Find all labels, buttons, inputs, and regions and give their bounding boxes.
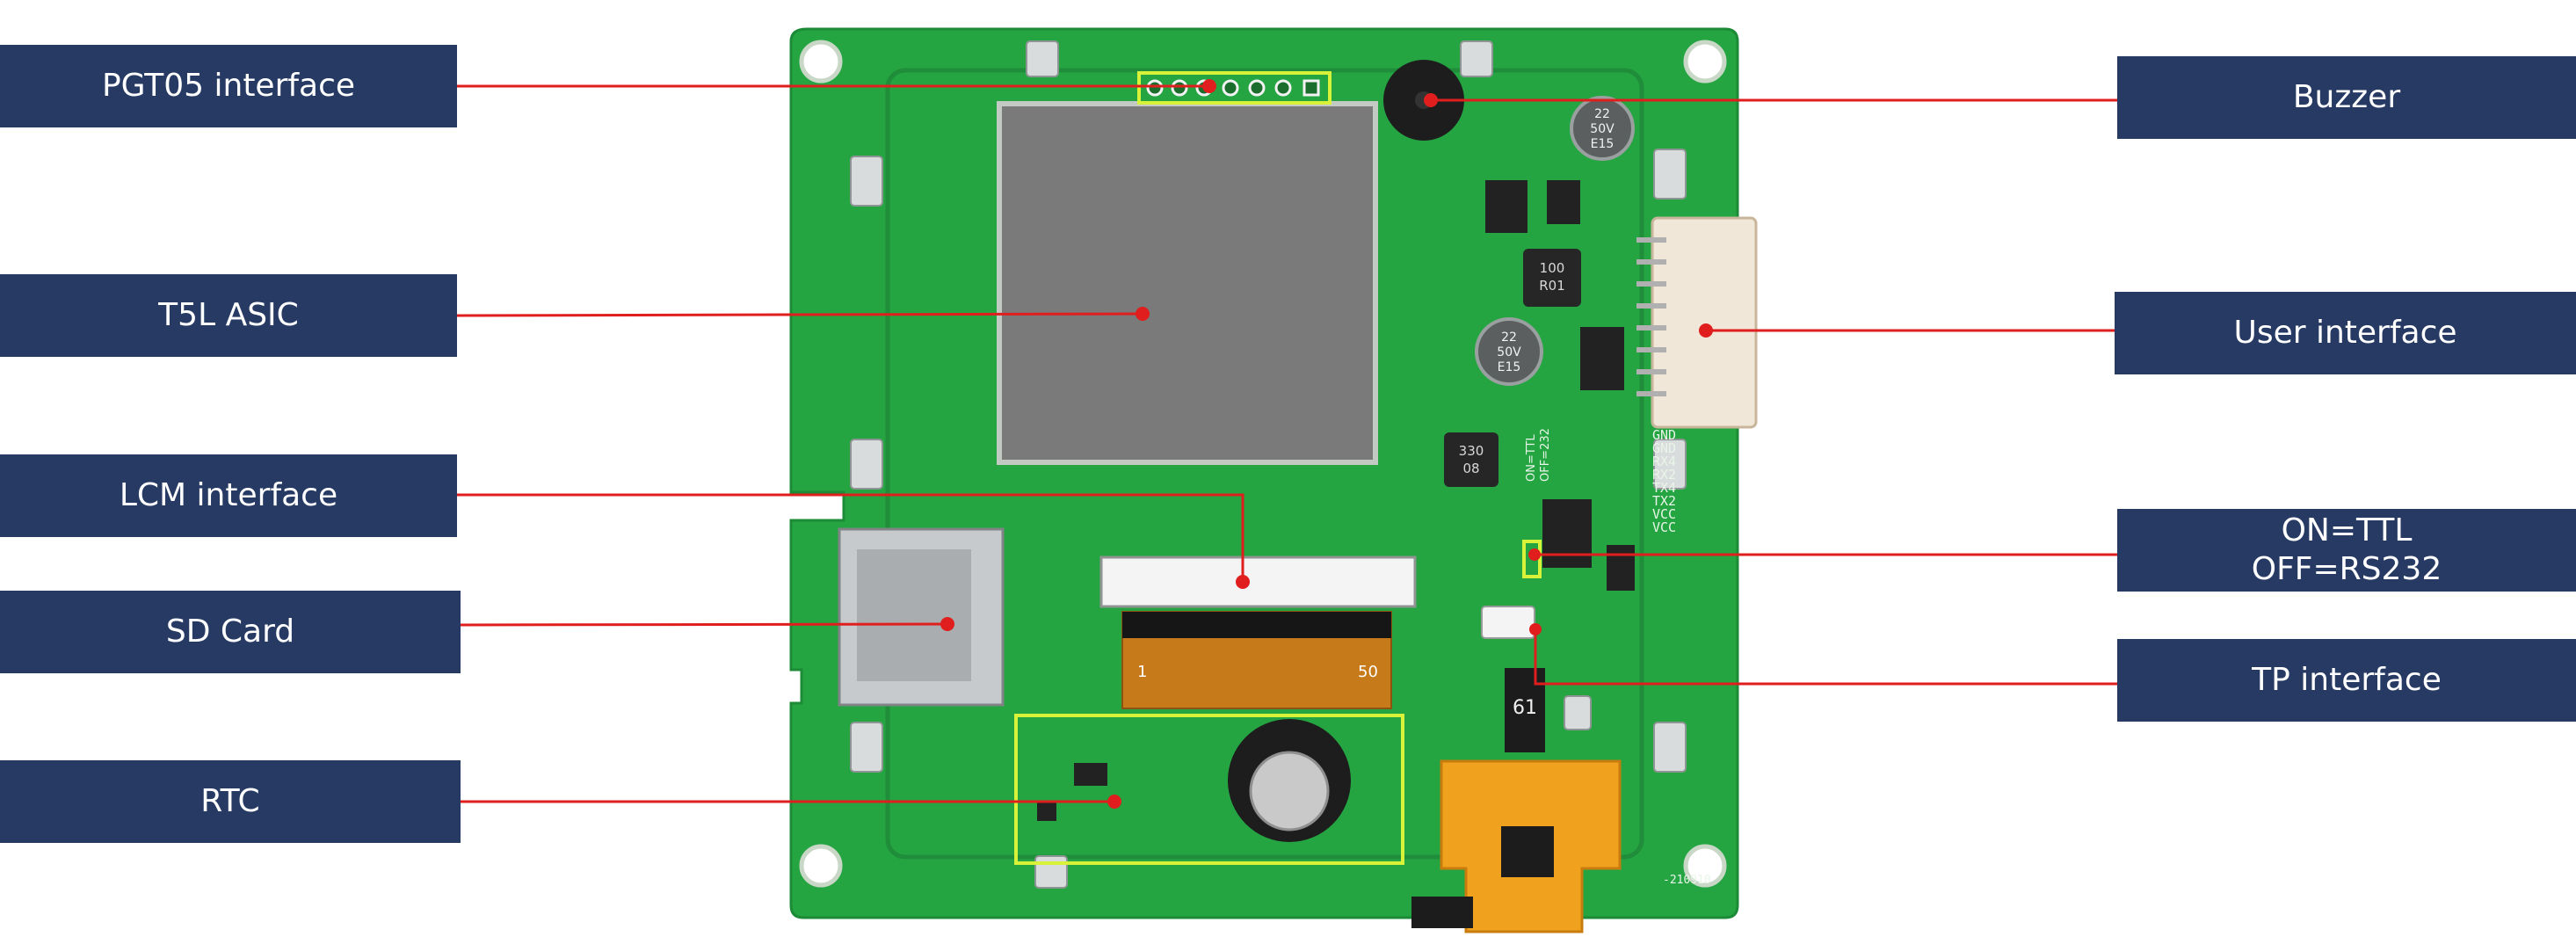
svg-text:E15: E15 xyxy=(1498,360,1521,374)
svg-text:GND: GND xyxy=(1652,440,1676,456)
tp-connector xyxy=(1481,606,1535,639)
tp-flex-tail xyxy=(1411,897,1473,928)
pcb-trace-outline xyxy=(885,68,1644,860)
label-user-interface: User interface xyxy=(2115,292,2576,374)
touch-controller-chip xyxy=(1501,826,1554,877)
svg-text:TX2: TX2 xyxy=(1652,493,1676,509)
svg-text:22: 22 xyxy=(1501,330,1517,345)
label-lcm-interface: LCM interface xyxy=(0,454,457,537)
rtc-crystal xyxy=(1037,802,1056,821)
user-interface-pins xyxy=(1636,237,1666,396)
switch-off-marking: OFF=232 xyxy=(1539,428,1552,482)
t5l-asic-chip xyxy=(997,101,1378,465)
serial-marking: -210910 xyxy=(1663,874,1711,887)
label-pgt05-interface: PGT05 interface xyxy=(0,45,457,127)
inductor-bottom: 330 08 xyxy=(1444,432,1498,487)
svg-text:VCC: VCC xyxy=(1652,506,1676,522)
svg-text:TX4: TX4 xyxy=(1652,480,1676,496)
connector-pin-labels: GND GND RX4 RX2 TX4 TX2 VCC VCC xyxy=(1652,427,1676,535)
uart-mode-pad xyxy=(1522,540,1542,578)
svg-text:E15: E15 xyxy=(1591,137,1615,151)
inductor-top: 100 R01 xyxy=(1523,249,1581,307)
svg-text:VCC: VCC xyxy=(1652,519,1676,535)
svg-text:GND: GND xyxy=(1652,427,1676,443)
label-tp-interface: TP interface xyxy=(2117,639,2576,722)
svg-text:R01: R01 xyxy=(1539,278,1565,294)
mounting-holes xyxy=(799,40,1727,888)
svg-text:08: 08 xyxy=(1462,461,1479,476)
tp-flex-cable xyxy=(1505,668,1545,752)
label-buzzer: Buzzer xyxy=(2117,56,2576,139)
rtc-battery-cell xyxy=(1249,751,1330,831)
pgt05-highlight xyxy=(1137,71,1332,105)
label-sd-card: SD Card xyxy=(0,591,461,673)
fpc-pin-first: 1 xyxy=(1137,663,1147,681)
metal-clips xyxy=(850,40,1687,889)
small-ics xyxy=(1485,180,1635,591)
rtc-chip xyxy=(1074,763,1107,786)
label-uart-mode-off: OFF=RS232 xyxy=(2251,551,2442,587)
switch-on-marking: ON=TTL xyxy=(1525,433,1538,482)
svg-text:50V: 50V xyxy=(1590,122,1615,136)
svg-text:50V: 50V xyxy=(1497,345,1521,359)
label-rtc: RTC xyxy=(0,760,461,843)
svg-text:RX2: RX2 xyxy=(1652,467,1676,483)
rtc-highlight xyxy=(1014,714,1404,865)
capacitor-top: 22 50V E15 xyxy=(1570,96,1635,161)
svg-text:100: 100 xyxy=(1540,260,1565,276)
label-t5l-asic: T5L ASIC xyxy=(0,274,457,357)
pointer-lines xyxy=(456,84,2117,803)
svg-text:22: 22 xyxy=(1594,107,1610,121)
lcm-fpc-cable-top xyxy=(1122,612,1391,638)
label-uart-mode-on: ON=TTL xyxy=(2281,512,2413,548)
lcm-connector xyxy=(1099,556,1417,608)
svg-text:330: 330 xyxy=(1459,443,1484,459)
capacitor-mid: 22 50V E15 xyxy=(1475,317,1543,386)
fpc-pin-last: 50 xyxy=(1358,663,1378,681)
sd-card-slot-inner xyxy=(857,549,971,681)
svg-text:RX4: RX4 xyxy=(1652,454,1676,469)
tp-connector-marking: 61 xyxy=(1513,697,1537,719)
pointer-dots xyxy=(940,79,1713,809)
label-uart-mode: ON=TTL OFF=RS232 xyxy=(2117,509,2576,592)
user-interface-connector xyxy=(1651,216,1758,429)
